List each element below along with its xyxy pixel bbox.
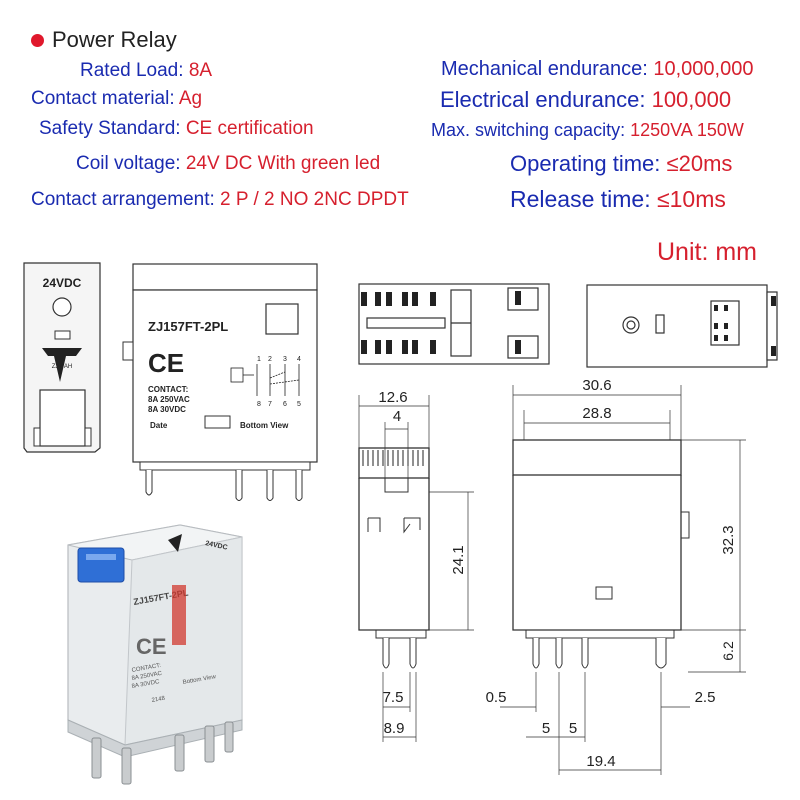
spec-label: Rated Load: <box>80 60 184 81</box>
ce-mark: CE <box>148 348 184 378</box>
spec-mechanical-endurance: Mechanical endurance: 10,000,000 <box>441 58 753 81</box>
svg-text:8A 250VAC: 8A 250VAC <box>131 671 163 682</box>
side-voltage: 24VDC <box>43 276 82 290</box>
spec-label: Operating time: <box>510 151 661 176</box>
front-dimension-drawing <box>500 385 746 775</box>
svg-text:5: 5 <box>297 401 301 408</box>
spec-value: ≤20ms <box>666 151 733 176</box>
spec-label: Safety Standard: <box>39 118 181 139</box>
spec-label: Mechanical endurance: <box>441 58 648 80</box>
dim-side-height: 24.1 <box>450 545 467 574</box>
dim-pin-length: 6.2 <box>720 641 736 661</box>
spec-operating-time: Operating time: ≤20ms <box>510 151 732 177</box>
dim-pin-offset-left: 0.5 <box>486 689 507 706</box>
brand-name: ZJWAH <box>52 364 72 370</box>
svg-text:4: 4 <box>297 356 301 363</box>
side-clip <box>39 389 86 447</box>
spec-value: 2 P / 2 NO 2NC DPDT <box>220 189 409 210</box>
spec-coil-voltage: Coil voltage: 24V DC With green led <box>76 153 380 175</box>
spec-value: 100,000 <box>651 87 732 112</box>
relay-photo: 24VDC ZJ157FT-2PL CE CONTACT: 8A 250VAC … <box>67 524 243 785</box>
svg-text:CE: CE <box>136 634 167 659</box>
unit-label: Unit: mm <box>657 238 757 266</box>
spec-release-time: Release time: ≤10ms <box>510 186 726 213</box>
spec-value: 8A <box>188 60 213 81</box>
bottom-view-drawing <box>586 284 778 368</box>
svg-text:24VDC: 24VDC <box>205 540 229 552</box>
svg-text:Bottom View: Bottom View <box>182 674 217 686</box>
spec-label: Max. switching capacity: <box>431 120 626 140</box>
spec-safety-standard: Safety Standard: CE certification <box>39 118 314 140</box>
led-window <box>52 297 72 317</box>
spec-value: 10,000,000 <box>653 58 754 80</box>
circuit-schematic-icon: 1 2 3 4 8 7 6 5 <box>230 356 301 408</box>
svg-text:CONTACT:: CONTACT: <box>148 385 188 394</box>
side-label-drawing: 24VDC ZJWAH <box>23 262 101 453</box>
svg-text:Bottom View: Bottom View <box>240 421 289 430</box>
spec-label: Electrical endurance: <box>440 87 646 112</box>
spec-label: Release time: <box>510 186 651 212</box>
svg-text:7: 7 <box>268 401 272 408</box>
spec-contact-arrangement: Contact arrangement: 2 P / 2 NO 2NC DPDT <box>31 189 409 211</box>
svg-text:8A 250VAC: 8A 250VAC <box>148 395 190 404</box>
front-label-drawing: ZJ157FT-2PL CE CONTACT: 8A 250VAC 8A 30V… <box>122 263 318 501</box>
svg-text:Date: Date <box>150 421 168 430</box>
photo-logo-icon <box>168 534 182 552</box>
svg-text:8A 30VDC: 8A 30VDC <box>148 405 186 414</box>
front-model: ZJ157FT-2PL <box>148 319 228 334</box>
svg-text:8: 8 <box>257 401 261 408</box>
spec-value: 1250VA 150W <box>630 120 744 140</box>
svg-text:1: 1 <box>257 356 261 363</box>
dim-side-base: 8.9 <box>384 720 405 737</box>
svg-text:2: 2 <box>268 356 272 363</box>
spec-label: Contact material: <box>31 88 175 109</box>
svg-text:2148: 2148 <box>151 696 166 704</box>
spec-contact-material: Contact material: Ag <box>31 88 202 110</box>
spec-value: ≤10ms <box>657 186 726 212</box>
dim-side-width: 12.6 <box>378 389 407 406</box>
top-view-drawing <box>358 283 550 365</box>
dim-pin-pitch-b: 5 <box>569 720 577 737</box>
page-title: Power Relay <box>52 27 177 52</box>
dim-total-height: 32.3 <box>720 525 737 554</box>
spec-label: Contact arrangement: <box>31 189 215 210</box>
dim-pin-span: 19.4 <box>586 753 615 770</box>
front-window <box>265 303 299 335</box>
svg-text:3: 3 <box>283 356 287 363</box>
side-slot <box>54 330 71 340</box>
spec-label: Coil voltage: <box>76 153 181 174</box>
dim-pin-offset-right: 2.5 <box>695 689 716 706</box>
spec-rated-load: Rated Load: 8A <box>80 60 212 82</box>
spec-value: 24V DC With green led <box>185 153 381 174</box>
dim-pin-spacing-side: 7.5 <box>383 689 404 706</box>
spec-value: CE certification <box>185 118 314 139</box>
dim-width-outer: 30.6 <box>582 377 611 394</box>
brand-logo-icon <box>42 348 82 382</box>
svg-text:8A 30VDC: 8A 30VDC <box>131 679 160 690</box>
svg-text:CONTACT:: CONTACT: <box>131 663 161 674</box>
title-bullet <box>31 34 44 47</box>
dim-pin-pitch-a: 5 <box>542 720 550 737</box>
spec-value: Ag <box>178 88 203 109</box>
spec-electrical-endurance: Electrical endurance: 100,000 <box>440 87 731 113</box>
dim-width-inner: 28.8 <box>582 405 611 422</box>
dim-side-slot: 4 <box>393 408 401 425</box>
test-button <box>77 547 125 583</box>
svg-text:6: 6 <box>283 401 287 408</box>
spec-max-switching: Max. switching capacity: 1250VA 150W <box>431 120 744 141</box>
side-dimension-drawing <box>358 395 474 742</box>
